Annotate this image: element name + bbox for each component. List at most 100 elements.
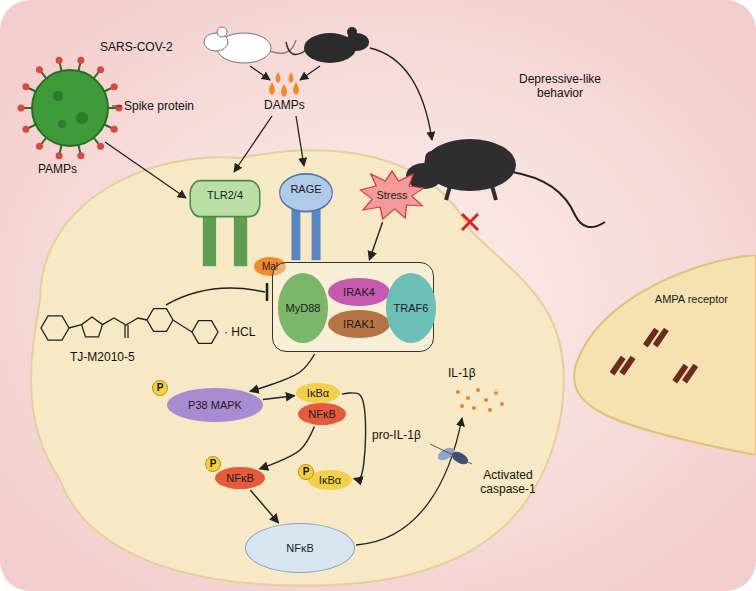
cytokine-dot xyxy=(460,404,464,408)
caspase-label: Activated caspase-1 xyxy=(466,468,550,496)
pamps-label: PAMPs xyxy=(38,162,77,176)
receptor-head xyxy=(190,181,260,217)
behavior-label: Depressive-like behavior xyxy=(500,72,620,100)
cytokine-dot xyxy=(488,408,492,412)
cytokine-dot xyxy=(456,390,460,394)
ampa-receptor xyxy=(653,328,669,348)
pro-il1b-label: pro-IL-1β xyxy=(372,428,421,442)
node-text: MyD88 xyxy=(286,302,321,315)
piperazine-ring xyxy=(147,309,173,332)
receptor-tlr: TLR2/4 xyxy=(188,178,262,268)
mouse-ear xyxy=(347,27,357,37)
bond xyxy=(69,325,82,328)
receptor-head xyxy=(280,174,333,212)
mouse-tail xyxy=(512,172,605,227)
arrow xyxy=(370,48,432,140)
node-text: IRAK4 xyxy=(343,286,375,299)
bond xyxy=(103,318,148,325)
signaling-complex: MyD88 IRAK4IRAK1 TRAF6 xyxy=(272,262,434,352)
leader-line xyxy=(112,106,122,107)
virus-body xyxy=(32,70,108,146)
irak4-protein: IRAK4 xyxy=(328,278,390,306)
signal-arrow xyxy=(342,393,366,479)
spike-head xyxy=(56,152,63,159)
neuron-terminal: AMPA receptor xyxy=(560,255,756,455)
spike-head xyxy=(18,105,25,112)
node-text: IκBα xyxy=(319,474,341,487)
phospho-tag: P xyxy=(152,380,168,396)
il1b-label: IL-1β xyxy=(448,366,476,380)
node-text: P38 MAPK xyxy=(188,399,242,412)
node-text: NFκB xyxy=(286,542,314,555)
damps-label: DAMPs xyxy=(264,98,305,112)
arrow xyxy=(105,142,186,198)
cross-stroke xyxy=(462,214,478,230)
cytokine-dot xyxy=(494,391,498,395)
receptor-stalk xyxy=(203,214,216,266)
mouse-tail xyxy=(268,40,296,53)
ampa-receptor xyxy=(619,356,635,376)
cell-nucleus: NFκB xyxy=(245,523,355,573)
node-text: NFκB xyxy=(308,408,336,421)
il1b-dots xyxy=(456,388,504,412)
myd88-protein: MyD88 xyxy=(278,273,329,343)
cytokine-dot xyxy=(466,396,470,400)
virus-dot xyxy=(76,112,88,124)
bond xyxy=(127,325,128,338)
ampa-receptor xyxy=(682,364,698,384)
virus-dot xyxy=(58,120,66,128)
mouse-leg xyxy=(446,186,450,200)
benzene-ring xyxy=(192,321,218,344)
stress-splat xyxy=(360,171,423,219)
node-text: IκBα xyxy=(307,387,329,400)
mouse-head xyxy=(345,33,369,51)
drop xyxy=(281,84,287,97)
cytokine-dot xyxy=(476,388,480,392)
arrow xyxy=(250,66,270,80)
signal-arrow xyxy=(263,396,295,400)
traf6-protein: TRAF6 xyxy=(386,273,437,343)
node-text: NFκB xyxy=(226,472,254,485)
spike-head xyxy=(22,126,29,133)
drop xyxy=(289,72,294,83)
spike-head xyxy=(97,143,104,150)
mouse-leg xyxy=(492,186,496,200)
cytokine-dot xyxy=(484,398,488,402)
stress-burst: Stress xyxy=(359,170,425,220)
receptor-stalk xyxy=(291,208,300,260)
phenyl-ring xyxy=(41,316,69,340)
caspase-scissors xyxy=(430,444,472,467)
mouse-tail xyxy=(286,42,306,55)
cytokine-dot xyxy=(472,406,476,410)
nfkb-phospho: NFκB xyxy=(215,467,265,489)
bond xyxy=(173,320,192,332)
drug-label: TJ-M2010-5 xyxy=(70,350,135,364)
microglia-cell xyxy=(31,150,564,585)
spike-head xyxy=(36,143,43,150)
signal-arrow xyxy=(369,222,382,260)
nfkb-protein: NFκB xyxy=(298,403,346,425)
node-text: IRAK1 xyxy=(343,318,375,331)
drop xyxy=(276,72,281,83)
spike-head xyxy=(36,66,43,73)
white-mouse xyxy=(204,27,296,63)
p38-mapk: P38 MAPK xyxy=(167,388,263,422)
spike-head xyxy=(22,83,29,90)
black-mouse xyxy=(286,27,369,63)
inhibition-line xyxy=(166,288,265,305)
thiazole-ring xyxy=(82,317,103,337)
arrow xyxy=(356,418,462,545)
drop xyxy=(293,82,299,95)
node-text: Stress xyxy=(376,189,407,202)
node-text: AMPA receptor xyxy=(655,293,728,306)
molecule-structure xyxy=(41,309,218,344)
receptor-rage: RAGE xyxy=(278,172,334,262)
cytokine-dot xyxy=(500,402,504,406)
drop xyxy=(269,82,275,95)
salt-label: · HCL xyxy=(224,325,255,339)
damp-drops xyxy=(269,72,299,97)
spike-head xyxy=(111,83,118,90)
